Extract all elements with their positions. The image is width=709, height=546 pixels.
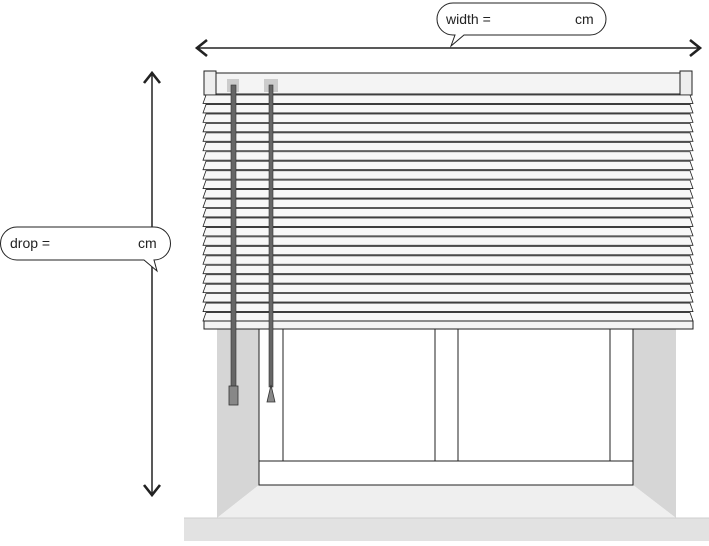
blind-slat <box>202 122 694 133</box>
blind-slat <box>202 113 694 123</box>
width-label-prefix: width = <box>445 11 491 27</box>
blind-slat <box>202 94 694 104</box>
drop-arrow-top-head <box>142 70 162 84</box>
blind-slat <box>202 283 694 294</box>
width-arrow-left-head <box>194 38 208 58</box>
blind-slat <box>202 141 694 152</box>
blind-slat <box>202 227 694 237</box>
width-arrow-right-head <box>689 38 703 58</box>
blind-slat <box>202 217 694 227</box>
width-callout-bubble <box>436 2 607 48</box>
blind-slat <box>202 236 694 246</box>
blind-slat <box>202 198 694 208</box>
right-pane <box>457 324 611 462</box>
window-sill <box>184 518 709 541</box>
recess-right-wall <box>633 320 676 518</box>
recess-floor <box>217 485 676 518</box>
headrail-endcap-left <box>203 70 217 96</box>
blind-slat <box>202 312 694 322</box>
blind-slat <box>202 179 694 189</box>
blind-slat <box>202 264 694 275</box>
blind-slat <box>202 189 694 199</box>
window-frame <box>258 319 634 486</box>
drop-arrow-bottom-head <box>142 484 162 498</box>
left-pane <box>282 324 436 462</box>
slat-stack <box>202 94 694 322</box>
drop-callout-bubble <box>0 226 171 273</box>
width-unit-label: cm <box>575 11 594 27</box>
window-recess <box>184 320 709 541</box>
blind-slat <box>202 255 694 265</box>
blind-slat <box>202 104 694 114</box>
blind-slat <box>202 302 694 312</box>
drop-label-prefix: drop = <box>10 235 50 251</box>
tilt-wand-handle[interactable] <box>228 385 239 406</box>
blind-slat <box>202 293 694 303</box>
drop-dimension: drop = cm <box>0 70 171 498</box>
blind-slat <box>202 170 694 180</box>
bottom-rail <box>203 320 694 330</box>
width-dimension: width = cm <box>194 2 703 58</box>
drop-unit-label: cm <box>138 235 157 251</box>
headrail-endcap-right <box>679 70 693 96</box>
recess-left-wall <box>217 320 259 518</box>
blind-slat <box>202 208 694 218</box>
blind-slat <box>202 151 694 161</box>
blind-slat <box>202 160 694 171</box>
blind-slat <box>202 274 694 284</box>
headrail <box>204 72 693 95</box>
venetian-blind <box>202 70 694 406</box>
blind-slat <box>202 245 694 256</box>
lift-cord[interactable] <box>268 84 274 388</box>
blind-slat <box>202 132 694 142</box>
lift-cord-acorn[interactable] <box>266 384 276 403</box>
tilt-wand[interactable] <box>230 84 237 391</box>
